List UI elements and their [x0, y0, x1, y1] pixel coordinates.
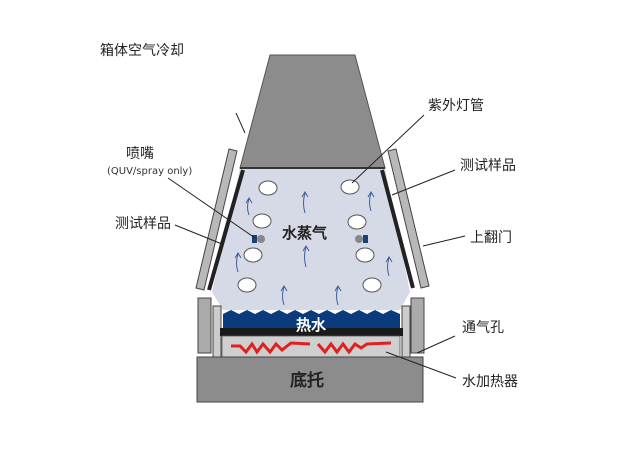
label-nozzle-note: (QUV/spray only)	[107, 166, 192, 177]
label-test-sample-left: 测试样品	[115, 216, 171, 232]
label-hot-water: 热水	[296, 316, 327, 334]
label-flip-door: 上翻门	[470, 230, 512, 246]
heater-element-right	[316, 341, 392, 355]
label-vent-hole: 通气孔	[462, 320, 504, 336]
uv-lamp-icon	[347, 214, 367, 230]
post-right-outer	[410, 297, 425, 354]
sample-wall-left	[207, 169, 245, 291]
uv-lamp-icon	[243, 247, 263, 263]
label-vapor: 水蒸气	[282, 224, 327, 242]
post-left-inner	[212, 305, 222, 358]
label-cabinet-air-cooling: 箱体空气冷却	[100, 43, 184, 59]
post-right-inner	[401, 305, 411, 358]
leader-lines	[167, 112, 466, 379]
uv-lamp-icon	[362, 277, 382, 293]
uv-lamp-icon	[258, 180, 278, 196]
door-panel-right	[387, 148, 430, 289]
sample-wall-right	[380, 169, 415, 289]
arrow-icon	[301, 191, 309, 214]
hot-water	[223, 310, 400, 329]
arrow-icon	[280, 285, 288, 306]
base	[196, 356, 424, 403]
uv-lamp-icon	[237, 277, 257, 293]
label-water-heater: 水加热器	[462, 374, 518, 390]
arrow-icon	[234, 252, 242, 273]
uv-lamp-icon	[355, 247, 375, 263]
water-tray	[220, 328, 403, 336]
nozzle-right-icon	[355, 235, 368, 243]
label-base: 底托	[290, 370, 324, 391]
heater-element-left	[231, 341, 311, 355]
post-left-outer	[197, 297, 212, 354]
vapor-arrows	[234, 191, 393, 306]
uv-lamp-icon	[340, 179, 360, 195]
arrow-icon	[385, 256, 393, 277]
arrow-icon	[245, 197, 253, 216]
lamp-housing	[239, 54, 386, 169]
label-test-sample-right: 测试样品	[460, 158, 516, 174]
nozzle-left-icon	[252, 235, 265, 243]
chamber	[212, 168, 410, 310]
label-nozzle: 喷嘴	[126, 146, 154, 162]
arrow-icon	[367, 191, 375, 212]
arrow-icon	[334, 285, 342, 306]
arrow-icon	[302, 245, 310, 268]
uv-lamps	[237, 179, 382, 293]
label-uv-lamp: 紫外灯管	[428, 98, 484, 114]
uv-lamp-icon	[252, 213, 272, 229]
door-panel-left	[195, 148, 238, 291]
